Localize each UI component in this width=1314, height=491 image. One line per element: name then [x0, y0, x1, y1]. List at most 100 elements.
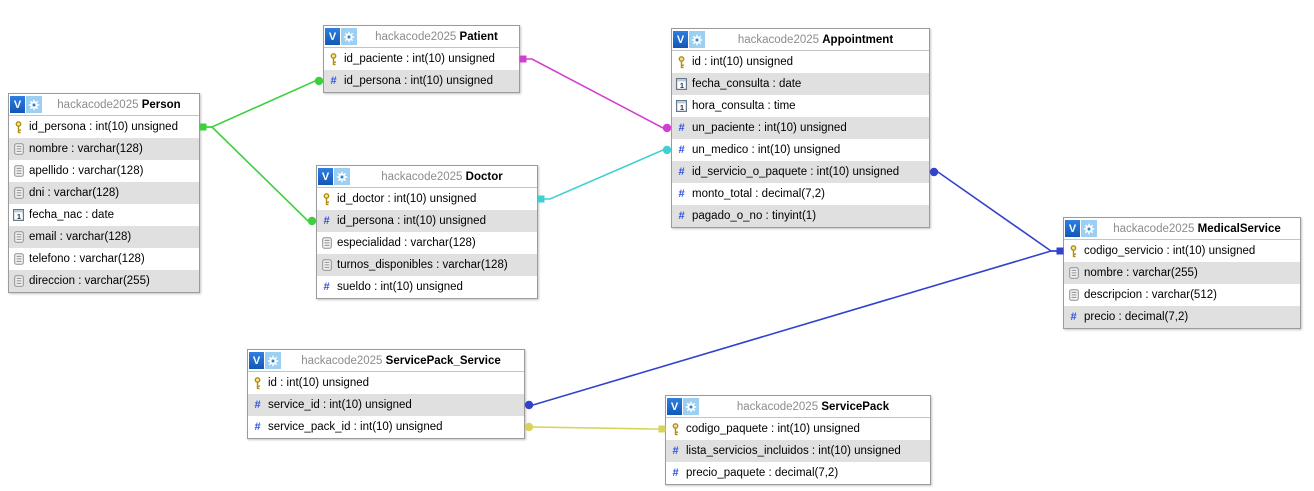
table-header[interactable]: V hackacode2025 Patient: [324, 26, 519, 48]
table-badge-v-icon[interactable]: V: [1065, 220, 1080, 237]
column-rows: id_doctor : int(10) unsigned # id_person…: [317, 188, 537, 298]
column-row[interactable]: email : varchar(128): [9, 226, 199, 248]
column-definition: precio_paquete : decimal(7,2): [686, 467, 839, 479]
column-row[interactable]: 1 hora_consulta : time: [672, 95, 929, 117]
table-options-gear-icon[interactable]: [265, 352, 281, 369]
column-rows: codigo_servicio : int(10) unsigned nombr…: [1064, 240, 1300, 328]
table-ServicePack[interactable]: V hackacode2025 ServicePack codigo_paque…: [665, 395, 931, 485]
text-icon: [12, 275, 25, 287]
table-header[interactable]: V hackacode2025 Person: [9, 94, 199, 116]
numeric-icon: #: [330, 74, 337, 87]
table-name: MedicalService: [1197, 222, 1281, 235]
column-definition: lista_servicios_incluidos : int(10) unsi…: [686, 445, 901, 457]
column-row[interactable]: # service_pack_id : int(10) unsigned: [248, 416, 524, 438]
svg-text:1: 1: [680, 103, 684, 112]
column-row[interactable]: id : int(10) unsigned: [248, 372, 524, 394]
column-row[interactable]: # precio_paquete : decimal(7,2): [666, 462, 930, 484]
column-definition: id_servicio_o_paquete : int(10) unsigned: [692, 166, 900, 178]
column-row[interactable]: direccion : varchar(255): [9, 270, 199, 292]
column-row[interactable]: 1 fecha_nac : date: [9, 204, 199, 226]
column-row[interactable]: descripcion : varchar(512): [1064, 284, 1300, 306]
column-row[interactable]: # un_medico : int(10) unsigned: [672, 139, 929, 161]
table-options-gear-icon[interactable]: [683, 398, 699, 415]
table-options-gear-icon[interactable]: [341, 28, 357, 45]
table-badge-v-icon[interactable]: V: [249, 352, 264, 369]
column-rows: id_paciente : int(10) unsigned # id_pers…: [324, 48, 519, 92]
column-row[interactable]: nombre : varchar(255): [1064, 262, 1300, 284]
column-definition: codigo_paquete : int(10) unsigned: [686, 423, 860, 435]
column-definition: un_paciente : int(10) unsigned: [692, 122, 847, 134]
column-row[interactable]: # un_paciente : int(10) unsigned: [672, 117, 929, 139]
column-row[interactable]: turnos_disponibles : varchar(128): [317, 254, 537, 276]
column-definition: id : int(10) unsigned: [692, 56, 794, 68]
key-icon: [251, 376, 264, 390]
table-options-gear-icon[interactable]: [26, 96, 42, 113]
column-row[interactable]: codigo_paquete : int(10) unsigned: [666, 418, 930, 440]
text-icon: [1067, 267, 1080, 279]
column-row[interactable]: especialidad : varchar(128): [317, 232, 537, 254]
column-row[interactable]: codigo_servicio : int(10) unsigned: [1064, 240, 1300, 262]
table-badge-v-icon[interactable]: V: [667, 398, 682, 415]
table-header[interactable]: V hackacode2025 MedicalService: [1064, 218, 1300, 240]
column-definition: nombre : varchar(128): [29, 143, 143, 155]
column-row[interactable]: id : int(10) unsigned: [672, 51, 929, 73]
table-MedicalService[interactable]: V hackacode2025 MedicalService codigo_se…: [1063, 217, 1301, 329]
table-header[interactable]: V hackacode2025 Doctor: [317, 166, 537, 188]
column-row[interactable]: id_paciente : int(10) unsigned: [324, 48, 519, 70]
text-icon: [320, 259, 333, 271]
table-Appointment[interactable]: V hackacode2025 Appointment id : int(10)…: [671, 28, 930, 228]
column-row[interactable]: # lista_servicios_incluidos : int(10) un…: [666, 440, 930, 462]
column-row[interactable]: # id_persona : int(10) unsigned: [317, 210, 537, 232]
numeric-icon: #: [678, 121, 685, 134]
table-badge-v-icon[interactable]: V: [318, 168, 333, 185]
column-row[interactable]: # id_servicio_o_paquete : int(10) unsign…: [672, 161, 929, 183]
table-Person[interactable]: V hackacode2025 Person id_persona : int(…: [8, 93, 200, 293]
column-row[interactable]: # precio : decimal(7,2): [1064, 306, 1300, 328]
column-row[interactable]: # sueldo : int(10) unsigned: [317, 276, 537, 298]
column-definition: dni : varchar(128): [29, 187, 120, 199]
column-row[interactable]: dni : varchar(128): [9, 182, 199, 204]
table-name: ServicePack: [821, 400, 890, 413]
table-title: hackacode2025 ServicePack: [699, 401, 927, 413]
table-header[interactable]: V hackacode2025 ServicePack: [666, 396, 930, 418]
column-row[interactable]: # monto_total : decimal(7,2): [672, 183, 929, 205]
column-definition: id_paciente : int(10) unsigned: [344, 53, 495, 65]
table-options-gear-icon[interactable]: [689, 31, 705, 48]
column-row[interactable]: # pagado_o_no : tinyint(1): [672, 205, 929, 227]
column-row[interactable]: nombre : varchar(128): [9, 138, 199, 160]
table-ServicePack_Service[interactable]: V hackacode2025 ServicePack_Service id :…: [247, 349, 525, 439]
column-definition: descripcion : varchar(512): [1084, 289, 1217, 301]
date-icon: 1: [675, 100, 688, 112]
column-row[interactable]: apellido : varchar(128): [9, 160, 199, 182]
table-header[interactable]: V hackacode2025 ServicePack_Service: [248, 350, 524, 372]
column-definition: precio : decimal(7,2): [1084, 311, 1189, 323]
column-rows: id : int(10) unsigned # service_id : int…: [248, 372, 524, 438]
column-row[interactable]: # id_persona : int(10) unsigned: [324, 70, 519, 92]
table-badge-v-icon[interactable]: V: [325, 28, 340, 45]
table-Patient[interactable]: V hackacode2025 Patient id_paciente : in…: [323, 25, 520, 93]
column-row[interactable]: telefono : varchar(128): [9, 248, 199, 270]
table-options-gear-icon[interactable]: [1081, 220, 1097, 237]
text-icon: [12, 253, 25, 265]
key-icon: [675, 55, 688, 69]
table-options-gear-icon[interactable]: [334, 168, 350, 185]
key-icon: [669, 422, 682, 436]
column-definition: hora_consulta : time: [692, 100, 796, 112]
table-Doctor[interactable]: V hackacode2025 Doctor id_doctor : int(1…: [316, 165, 538, 299]
table-badge-v-icon[interactable]: V: [10, 96, 25, 113]
table-header[interactable]: V hackacode2025 Appointment: [672, 29, 929, 51]
table-badge-v-icon[interactable]: V: [673, 31, 688, 48]
numeric-icon: #: [678, 165, 685, 178]
text-icon: [320, 237, 333, 249]
column-row[interactable]: id_persona : int(10) unsigned: [9, 116, 199, 138]
column-definition: sueldo : int(10) unsigned: [337, 281, 463, 293]
column-row[interactable]: # service_id : int(10) unsigned: [248, 394, 524, 416]
column-row[interactable]: id_doctor : int(10) unsigned: [317, 188, 537, 210]
numeric-icon: #: [678, 187, 685, 200]
column-definition: fecha_nac : date: [29, 209, 115, 221]
key-icon: [320, 192, 333, 206]
svg-text:1: 1: [17, 212, 21, 221]
numeric-icon: #: [672, 444, 679, 457]
column-row[interactable]: 1 fecha_consulta : date: [672, 73, 929, 95]
